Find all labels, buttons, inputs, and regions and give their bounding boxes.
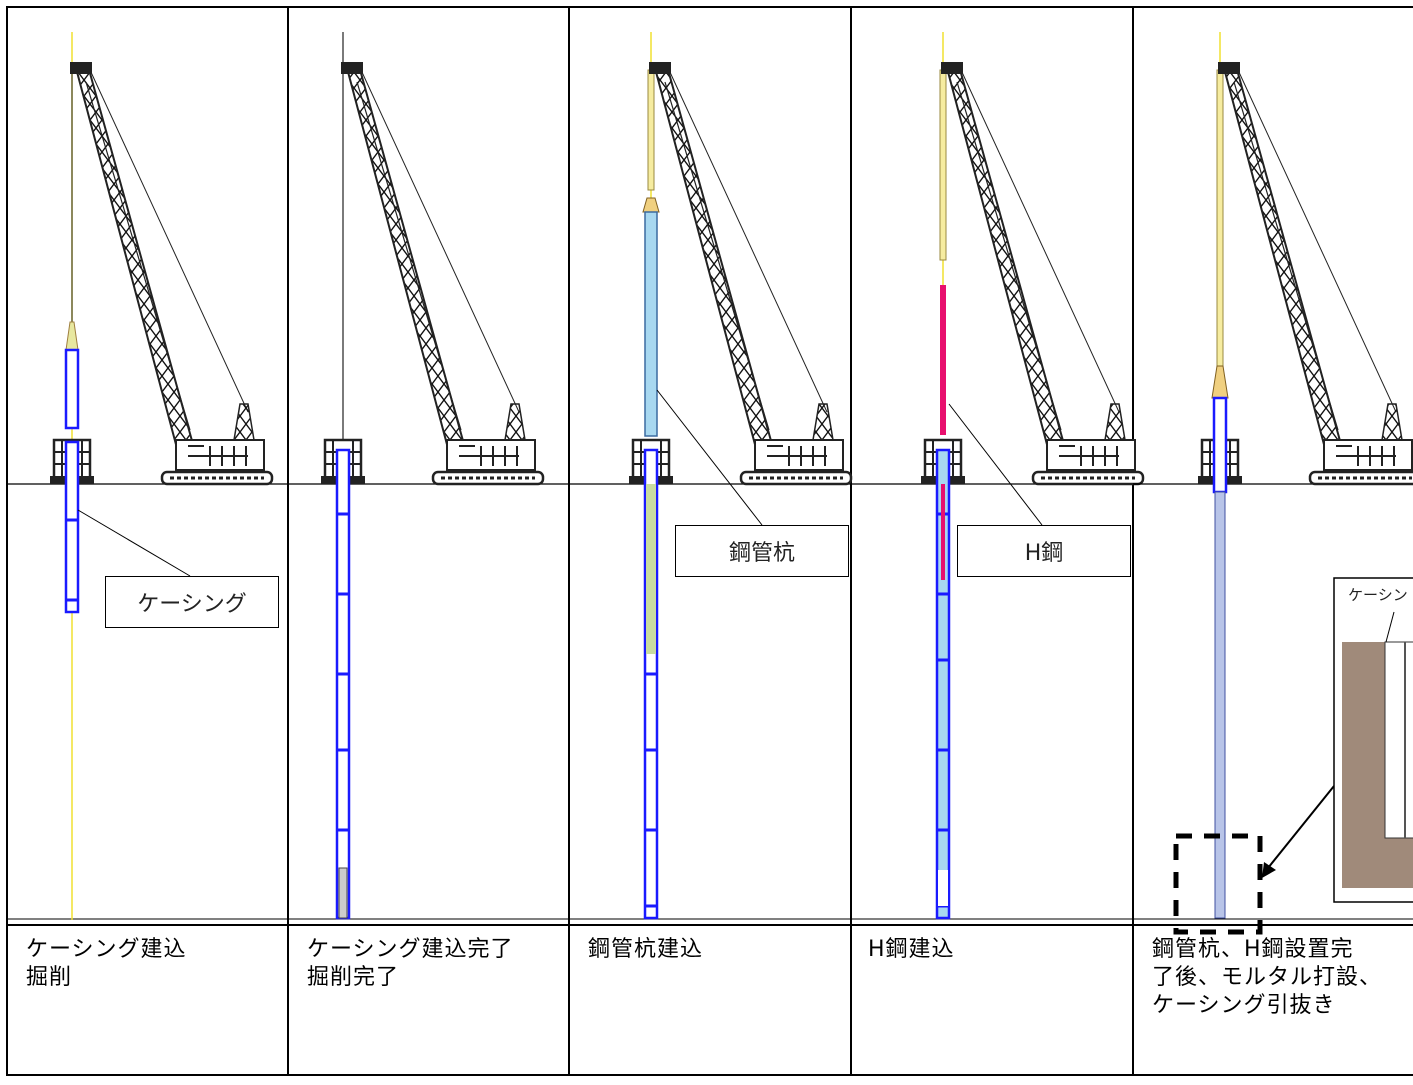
h-beam-leader-line — [948, 403, 1043, 526]
steel-pipe-in-casing — [646, 484, 656, 654]
panel-2-drawing — [288, 32, 569, 920]
pile-toe — [938, 870, 948, 906]
detail-arrow-line — [1267, 785, 1335, 869]
panel-3-caption: 鋼管杭建込 — [588, 937, 704, 962]
crane-boom-tip — [70, 62, 92, 74]
crane-boom — [945, 64, 1067, 454]
crane-boom-chord — [85, 81, 191, 431]
crane-boom-chord — [664, 81, 770, 431]
casing-leader-line — [77, 509, 191, 577]
detail-inset-leader — [1385, 611, 1395, 643]
crane-crawler-track — [160, 470, 274, 486]
completed-pile — [1214, 491, 1226, 919]
crane-boom-tip — [649, 62, 671, 74]
crane-cab-detail — [188, 445, 248, 466]
crane-boom — [1222, 64, 1344, 454]
crane-boom-tip — [1218, 62, 1240, 74]
hoist-block — [939, 69, 947, 261]
detail-inset-casing — [1384, 641, 1413, 839]
excavation-bucket — [338, 867, 348, 919]
panel-3-drawing — [569, 32, 853, 920]
hoist-block — [647, 69, 655, 191]
panel-4-caption: H鋼建込 — [868, 937, 955, 962]
lifting-hook — [65, 321, 79, 351]
table-border — [6, 6, 1413, 1076]
crane-pendant-line — [1237, 69, 1397, 413]
crane-cab-detail — [1336, 445, 1396, 466]
casing-column — [1212, 396, 1228, 494]
crane-boom — [653, 64, 775, 454]
pile-cap — [642, 197, 660, 213]
casing-column — [935, 448, 951, 920]
casing-column — [64, 440, 80, 614]
crane-cab-detail — [459, 445, 519, 466]
casing-callout-label: ケーシング — [105, 576, 279, 628]
inset-casing-label: ケーシン — [1348, 586, 1408, 604]
crane-pendant-line — [89, 69, 249, 413]
panel-5-drawing — [1133, 32, 1413, 935]
casing-column — [335, 448, 351, 920]
panel-4-drawing — [851, 32, 1145, 920]
crane-boom-chord — [356, 81, 462, 431]
panel-2-caption: ケーシング建込完了 掘削完了 — [307, 937, 514, 990]
h-beam-callout-label: H鋼 — [957, 525, 1131, 577]
crane-crawler-track — [1031, 470, 1145, 486]
lifting-hook — [1211, 365, 1229, 399]
crane-boom-chord — [956, 81, 1062, 431]
crane-crawler-track — [431, 470, 545, 486]
steel-pipe-callout-label: 鋼管杭 — [675, 525, 849, 577]
steel-pipe-pile — [644, 211, 658, 437]
hoist-block — [1216, 69, 1224, 371]
detail-marker-box — [1173, 833, 1263, 935]
crane-boom — [74, 64, 196, 454]
panel-1-drawing — [7, 32, 288, 920]
crane-boom-chord — [1233, 81, 1339, 431]
casing-column — [64, 348, 80, 430]
crane-boom — [345, 64, 467, 454]
detail-arrow-head — [1262, 862, 1276, 878]
steel-pipe-leader-line — [656, 389, 763, 526]
h-beam-in-casing — [941, 484, 945, 580]
crane-boom-tip — [341, 62, 363, 74]
panel-1-caption: ケーシング建込 掘削 — [26, 937, 187, 990]
crane-pendant-line — [960, 69, 1120, 413]
crane-pendant-line — [360, 69, 520, 413]
crane-cab-detail — [767, 445, 827, 466]
h-beam — [940, 285, 946, 435]
crane-crawler-track — [739, 470, 853, 486]
crane-pendant-line — [668, 69, 828, 413]
crane-cab-detail — [1059, 445, 1119, 466]
panel-5-caption: 鋼管杭、H鋼設置完 了後、モルタル打設、 ケーシング引抜き — [1152, 937, 1383, 1018]
crane-boom-tip — [941, 62, 963, 74]
